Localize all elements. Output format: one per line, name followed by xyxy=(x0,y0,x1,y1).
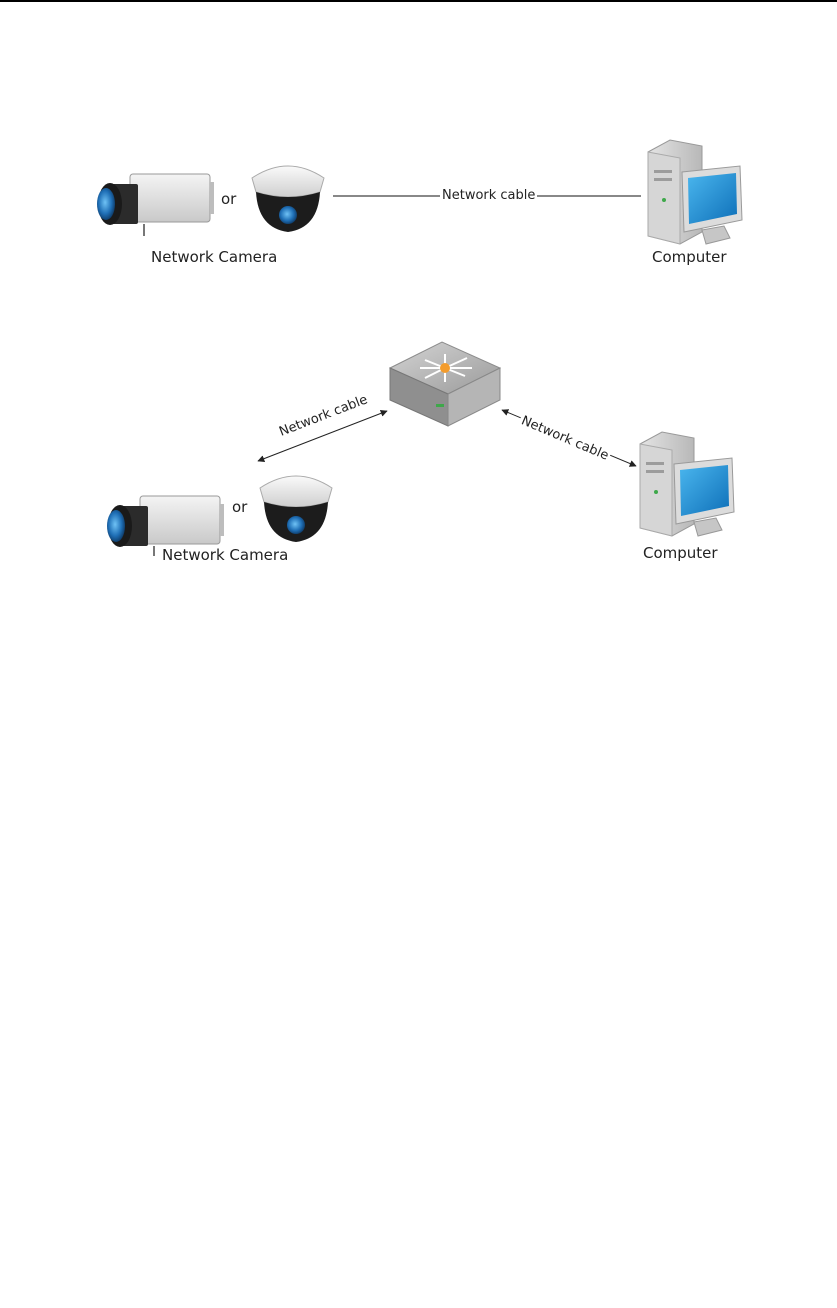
computer-label: Computer xyxy=(643,544,718,562)
dome-camera-icon xyxy=(260,476,332,542)
network-switch-icon xyxy=(390,342,500,426)
camera-label: Network Camera xyxy=(162,546,288,564)
computer-icon xyxy=(640,432,734,536)
or-text: or xyxy=(232,498,247,516)
diagram-switch-artwork xyxy=(0,0,837,600)
